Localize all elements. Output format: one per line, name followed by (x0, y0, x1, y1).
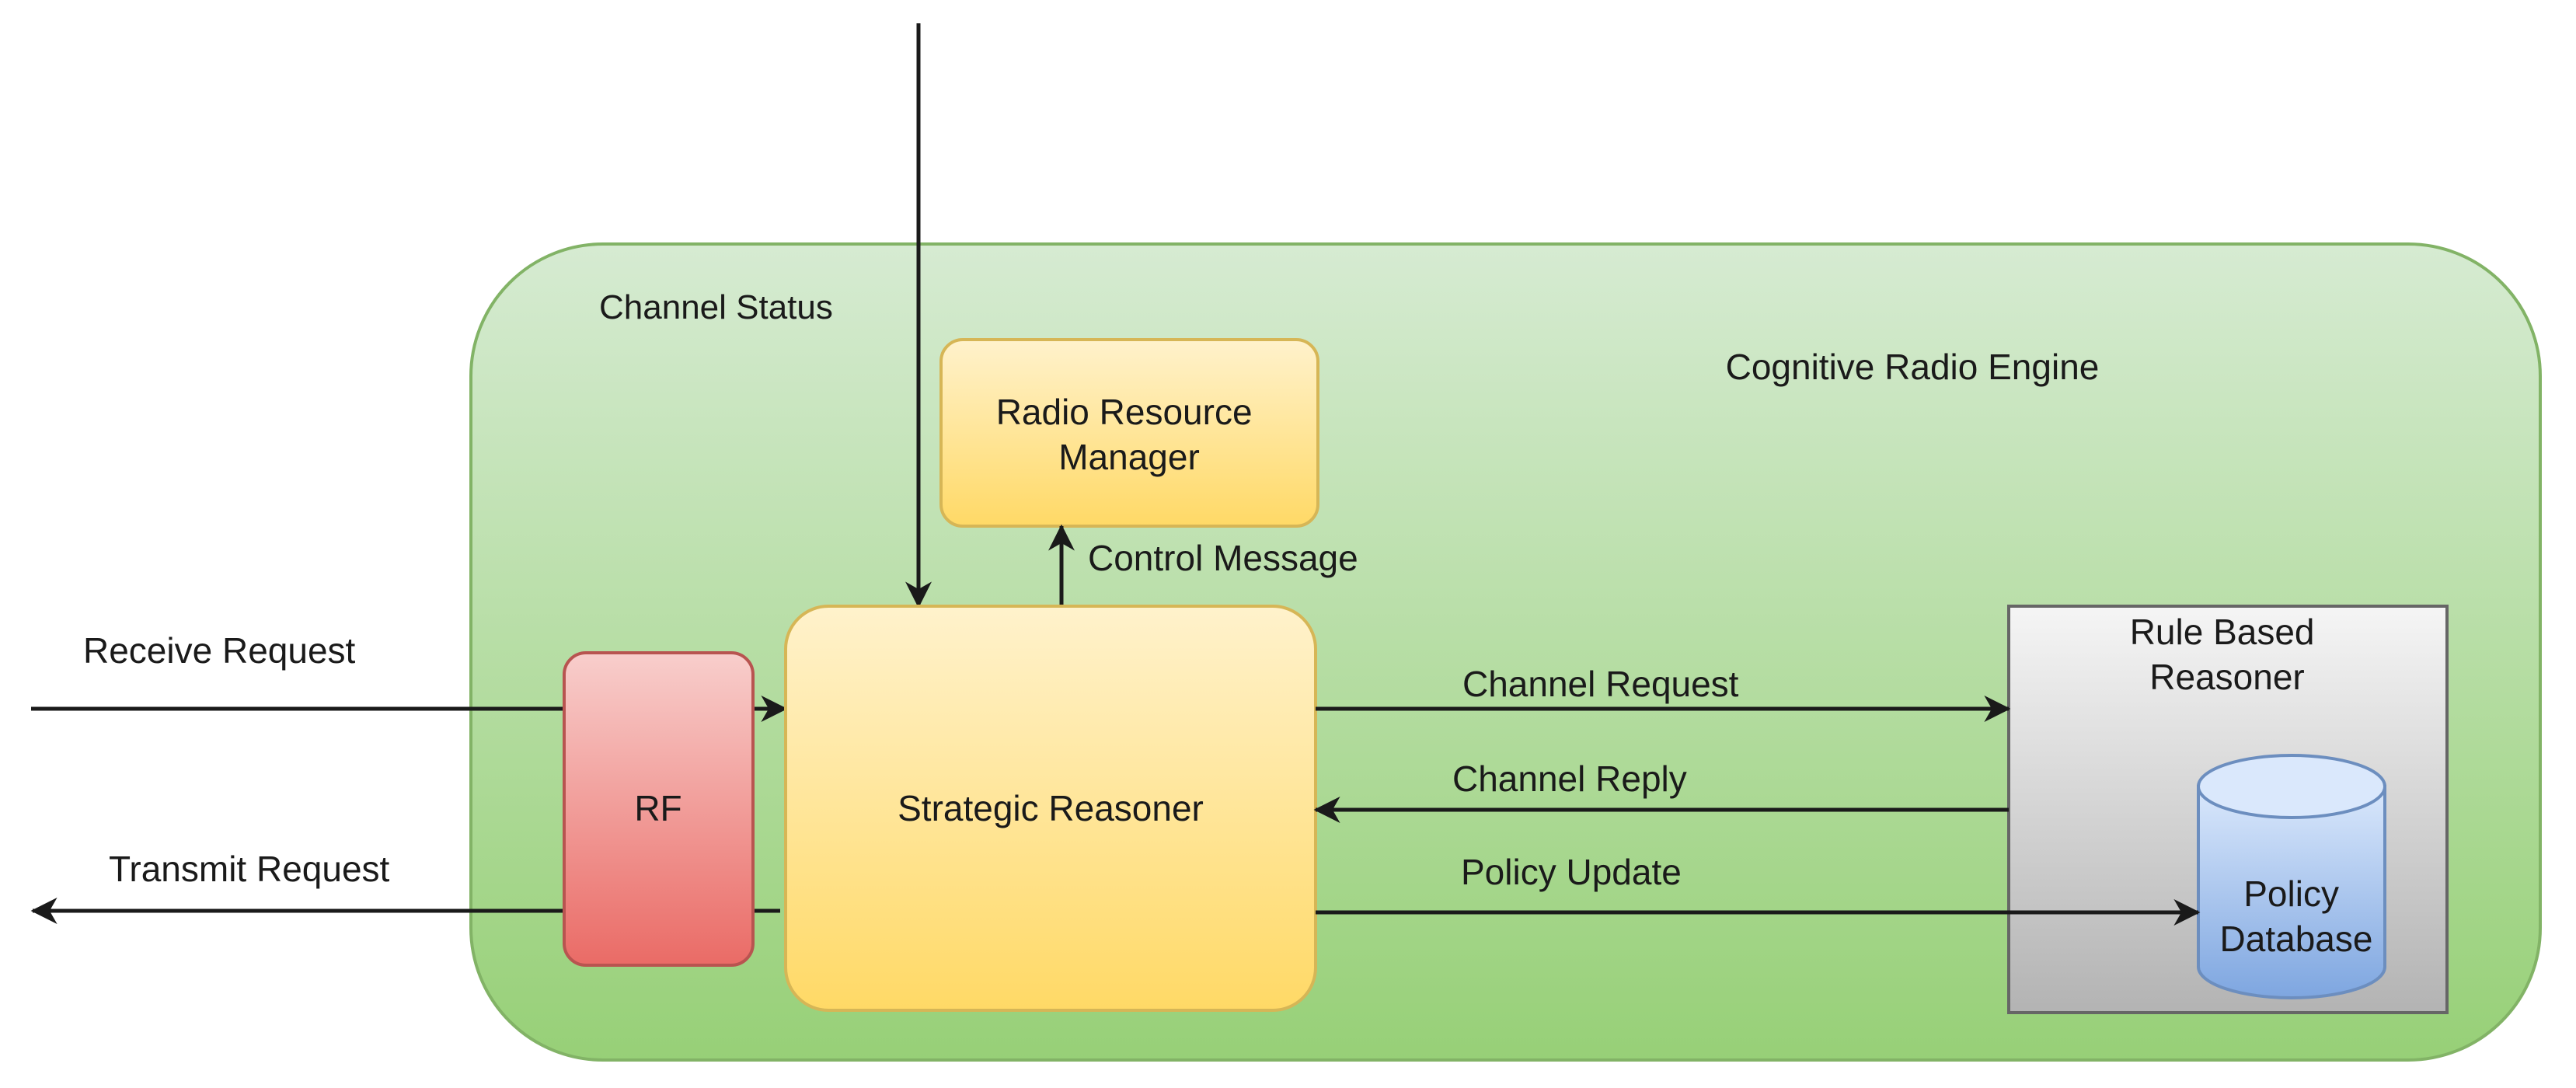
control-message-label: Control Message (1088, 538, 1358, 578)
radio-resource-manager-label: Radio Resource Manager (996, 392, 1263, 477)
receive-request-label: Receive Request (83, 630, 356, 671)
policy-database-label: Policy Database (2220, 874, 2373, 959)
engine-label: Cognitive Radio Engine (1726, 347, 2100, 387)
radio-resource-manager-box (939, 338, 1319, 528)
rf-label: RF (634, 788, 681, 828)
rule-based-reasoner-line-1: Rule Based (2130, 612, 2315, 652)
strategic-reasoner-label: Strategic Reasoner (898, 788, 1204, 828)
policy-database-cylinder (2197, 754, 2386, 999)
channel-request-label: Channel Request (1462, 664, 1739, 704)
transmit-request-label: Transmit Request (109, 849, 390, 889)
rf-box (563, 651, 755, 967)
rule-based-reasoner-label: Rule Based Reasoner (2130, 612, 2325, 697)
channel-reply-label: Channel Reply (1452, 758, 1687, 799)
policy-database-line-1: Policy (2243, 874, 2339, 914)
policy-update-label: Policy Update (1461, 852, 1682, 892)
channel-status-label: Channel Status (599, 288, 833, 326)
radio-resource-manager-line-1: Radio Resource (996, 392, 1253, 432)
policy-database-line-2: Database (2220, 919, 2373, 959)
radio-resource-manager-line-2: Manager (1058, 437, 1200, 477)
rule-based-reasoner-line-2: Reasoner (2149, 657, 2304, 697)
